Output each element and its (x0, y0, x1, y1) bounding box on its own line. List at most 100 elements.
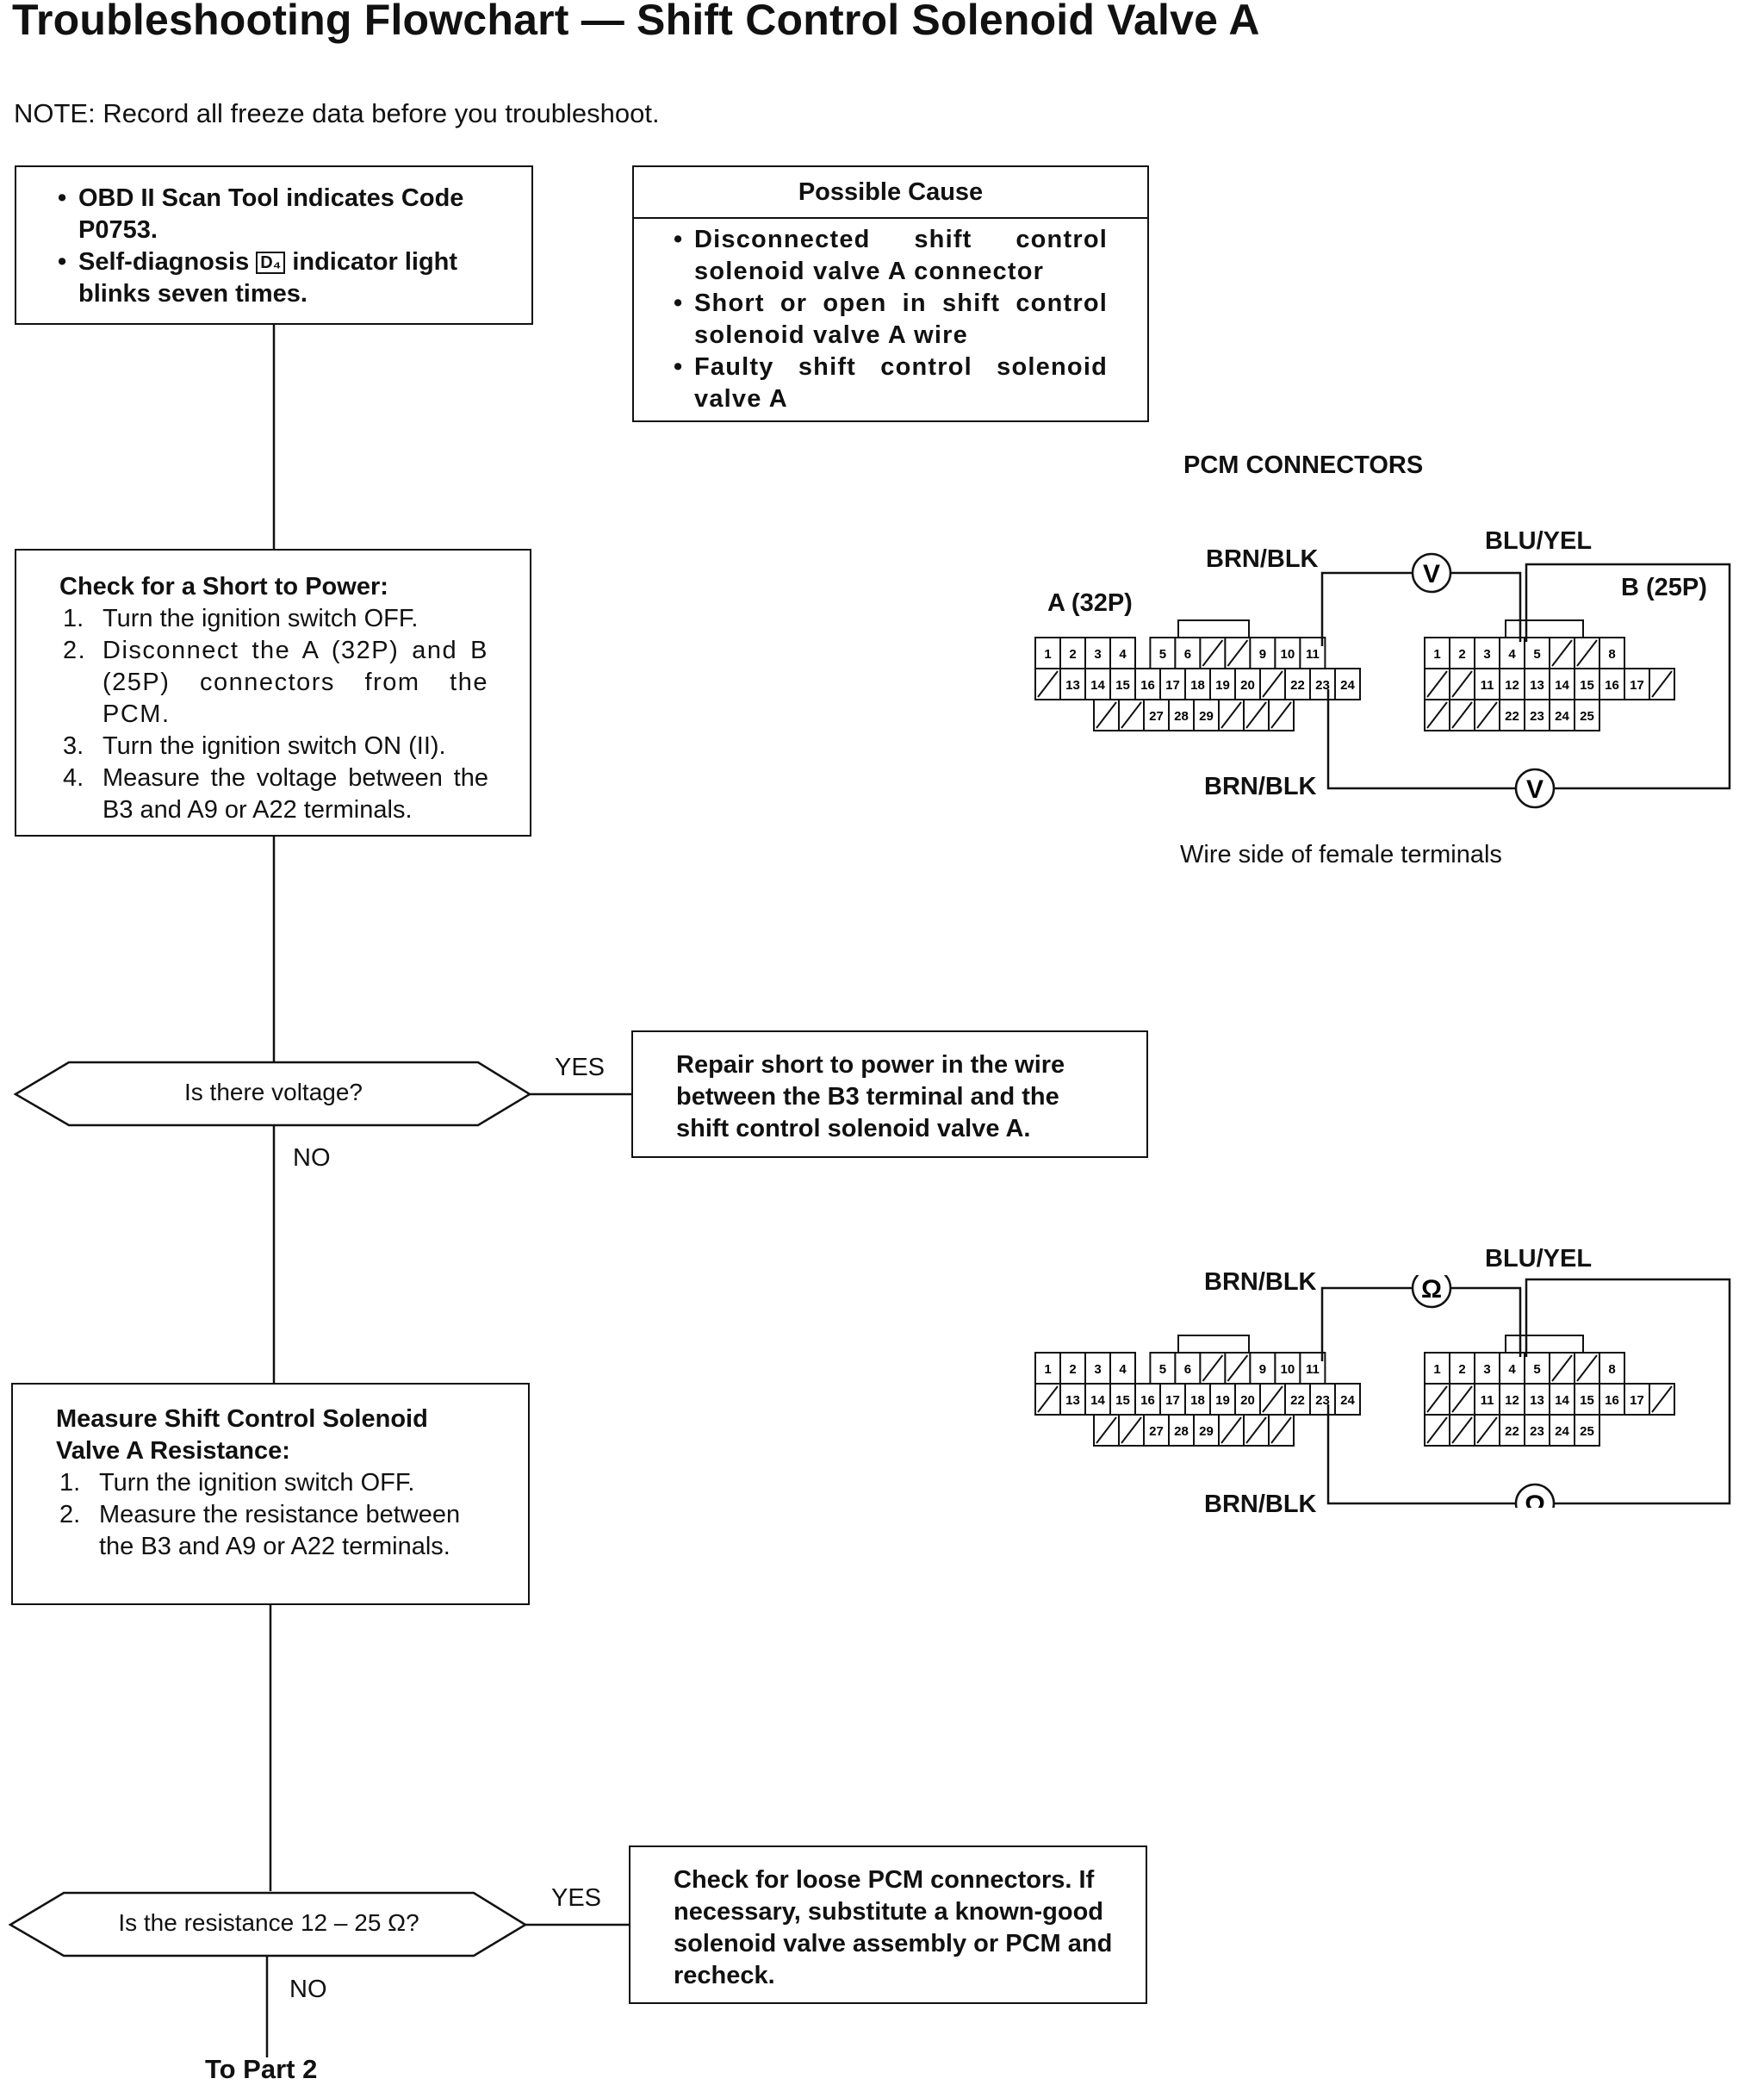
pin-number: 8 (1608, 1362, 1615, 1377)
pin-number: 22 (1505, 709, 1519, 724)
blank-pin-slash (1096, 701, 1117, 729)
blank-pin-slash (1270, 1416, 1292, 1444)
pcm-connectors-title: PCM CONNECTORS (1183, 451, 1424, 479)
blank-pin-slash (1262, 670, 1283, 698)
connector-pin (1574, 668, 1600, 700)
blank-pin-slash (1651, 1385, 1673, 1413)
check-short-box: Check for a Short to Power: Turn the ign… (15, 549, 531, 837)
pin-number: 24 (1555, 1424, 1569, 1439)
pin-number: 11 (1481, 1393, 1494, 1408)
connector-pin (1499, 1383, 1525, 1416)
blank-pin-slash (1227, 639, 1249, 667)
wire-brn-blk-bottom (1326, 689, 1516, 790)
possible-cause-item: Faulty shift control solenoid valve A (672, 352, 1108, 415)
connector-pin (1168, 1414, 1195, 1447)
pin-number: 12 (1505, 678, 1519, 693)
connector-pin (1334, 668, 1361, 700)
connector-pin (1143, 1414, 1170, 1447)
connector-pin (1474, 1352, 1500, 1385)
check-short-step: Disconnect the A (32P) and B (25P) conne… (63, 635, 488, 728)
pin-number: 15 (1580, 678, 1594, 693)
blank-pin-slash (1426, 1385, 1448, 1413)
diagram1-wire-blu-yel: BLU/YEL (1485, 527, 1593, 555)
pin-number: 27 (1149, 1424, 1164, 1439)
pin-number: 4 (1508, 1362, 1516, 1377)
blank-pin-slash (1551, 1354, 1573, 1382)
pin-number: 13 (1530, 678, 1544, 693)
pin-number: 12 (1505, 1393, 1519, 1408)
connector-b-label: B (25P) (1621, 574, 1707, 601)
pin-number: 4 (1119, 1362, 1127, 1377)
connector-pin (1184, 1383, 1211, 1416)
d4-indicator-badge: D₄ (256, 252, 286, 274)
meter-symbol: V (1526, 775, 1544, 804)
meter-symbol: Ω (1525, 1491, 1545, 1508)
pin-number: 8 (1608, 647, 1615, 662)
decision-1-question: Is there voltage? (183, 1079, 363, 1105)
connector-pin (1134, 1383, 1161, 1416)
measure-resistance-box: Measure Shift Control Solenoid Valve A R… (11, 1383, 530, 1605)
blank-pin-slash (1426, 1416, 1448, 1444)
blank-pin-slash (1451, 670, 1473, 698)
check-short-step: Turn the ignition switch OFF. (63, 603, 419, 635)
blank-pin-slash (1037, 1385, 1059, 1413)
pin-number: 18 (1190, 678, 1205, 693)
wire-blu-yel (1525, 563, 1731, 663)
wire-brn-blk-top (1320, 571, 1413, 646)
connector-a-label: A (32P) (1047, 589, 1133, 617)
connector-pin (1599, 1383, 1625, 1416)
start-line-2: Self-diagnosis D₄ indicator light blinks… (56, 246, 519, 310)
pin-number: 2 (1458, 647, 1465, 662)
pin-number: 14 (1555, 1393, 1569, 1408)
blank-pin-slash (1202, 639, 1224, 667)
blank-pin-slash (1476, 1416, 1498, 1444)
decision-diamond-2 (8, 1891, 528, 1957)
blank-pin-slash (1245, 701, 1267, 729)
possible-cause-list: Disconnected shift control solenoid valv… (634, 219, 1147, 415)
measure-heading: Measure Shift Control Solenoid Valve A R… (56, 1405, 428, 1465)
pin-number: 5 (1533, 647, 1540, 662)
pin-number: 20 (1240, 1393, 1255, 1408)
connector-pin (1499, 1414, 1525, 1447)
diagram2-wire-blu-yel: BLU/YEL (1485, 1245, 1593, 1273)
connector-pin (1549, 699, 1575, 731)
blank-pin-slash (1451, 1385, 1473, 1413)
pin-number: 16 (1605, 678, 1619, 693)
pin-number: 15 (1580, 1393, 1594, 1408)
pin-number: 6 (1184, 647, 1191, 662)
connector-pin (1574, 699, 1600, 731)
connector-pin (1059, 637, 1086, 669)
pin-number: 24 (1340, 678, 1355, 693)
pin-number: 17 (1165, 678, 1180, 693)
connector-pin (1524, 1414, 1550, 1447)
pin-number: 3 (1094, 647, 1101, 662)
connector-pin (1209, 668, 1236, 700)
blank-pin-slash (1451, 701, 1473, 729)
blank-pin-slash (1037, 670, 1059, 698)
to-part-2-label: To Part 2 (205, 2054, 318, 2084)
wire-brn-blk-top (1320, 1286, 1413, 1361)
pin-number: 11 (1481, 678, 1494, 693)
diagram1-wire-brn-blk-bottom: BRN/BLK (1204, 773, 1317, 800)
connector-pin (1549, 1383, 1575, 1416)
pin-number: 1 (1044, 1362, 1051, 1377)
connector-pin (1424, 1352, 1450, 1385)
pin-number: 25 (1580, 709, 1594, 724)
wire-bottom-return (1554, 663, 1731, 790)
decision-1-yes-label: YES (555, 1054, 606, 1081)
pin-number: 1 (1044, 647, 1051, 662)
connector-pin (1624, 668, 1650, 700)
connector-pin (1193, 699, 1220, 731)
wire-blu-yel (1525, 1278, 1731, 1379)
pin-number: 11 (1306, 647, 1320, 662)
pin-number: 3 (1094, 1362, 1101, 1377)
blank-pin-slash (1551, 639, 1573, 667)
pin-number: 15 (1115, 1393, 1130, 1408)
pin-number: 23 (1315, 1393, 1330, 1408)
possible-cause-item: Disconnected shift control solenoid valv… (672, 224, 1108, 288)
connector-pin (1524, 637, 1550, 669)
check-short-heading: Check for a Short to Power: (59, 573, 388, 601)
pin-number: 16 (1605, 1393, 1619, 1408)
blank-pin-slash (1221, 1416, 1242, 1444)
pin-number: 17 (1630, 1393, 1644, 1408)
